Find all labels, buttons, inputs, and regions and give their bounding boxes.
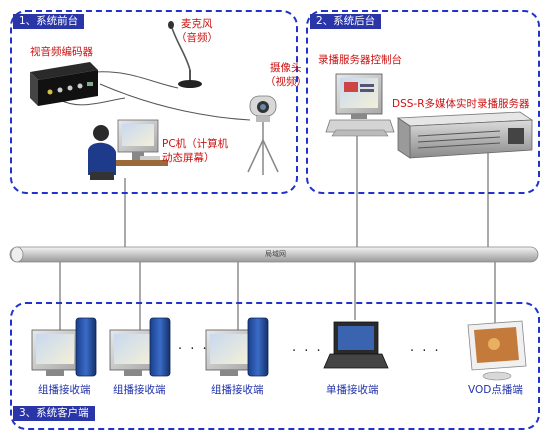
pc-workstation-icon [88, 119, 168, 180]
front-section-tag: 1、系统前台 [13, 14, 85, 29]
connection-lines [59, 71, 496, 340]
client-label: 组播接收端 [211, 384, 264, 396]
pc-label-line2: 动态屏幕） [162, 152, 215, 164]
encoder-mic-cable [94, 71, 179, 89]
laptop-icon [323, 321, 389, 369]
camera-label-line2: （视频） [265, 76, 307, 88]
microphone-icon [168, 21, 202, 88]
client-workstation-icon [109, 317, 171, 377]
server-label: DSS-R多媒体实时录播服务器 [392, 98, 530, 110]
console-label: 录播服务器控制台 [318, 54, 402, 66]
encoder-device-icon [30, 62, 98, 106]
camera-icon [247, 95, 279, 175]
ellipsis: · · · [292, 344, 323, 359]
bus-end-cap [10, 246, 24, 263]
mic-label-line2: （音频） [176, 32, 218, 44]
ellipsis: · · · [410, 344, 441, 359]
back-section-tag: 2、系统后台 [310, 14, 382, 29]
encoder-pc-cable [59, 97, 126, 106]
mic-label-line1: 麦克风 [181, 18, 213, 30]
client-label: VOD点播端 [468, 384, 523, 396]
client-label: 组播接收端 [113, 384, 166, 396]
client-section-tag: 3、系统客户端 [13, 406, 95, 421]
client-workstation-icon [31, 317, 97, 377]
client-label: 单播接收端 [326, 384, 379, 396]
encoder-camera-cable [99, 83, 251, 121]
camera-label-line1: 摄像头 [270, 62, 302, 74]
client-workstation-icon [205, 317, 269, 377]
ellipsis: · · · [178, 342, 209, 357]
encoder-label: 视音频编码器 [30, 46, 93, 58]
pc-label-line1: PC机（计算机 [162, 138, 229, 150]
lan-label: 局域网 [265, 250, 286, 258]
client-section-box [10, 302, 540, 430]
lan-bus [9, 246, 539, 263]
back-section-box [306, 10, 540, 194]
console-computer-icon [325, 73, 395, 137]
vod-terminal-icon [467, 320, 527, 381]
client-label: 组播接收端 [38, 384, 91, 396]
server-rack-icon [396, 111, 534, 159]
front-section-box [10, 10, 298, 194]
